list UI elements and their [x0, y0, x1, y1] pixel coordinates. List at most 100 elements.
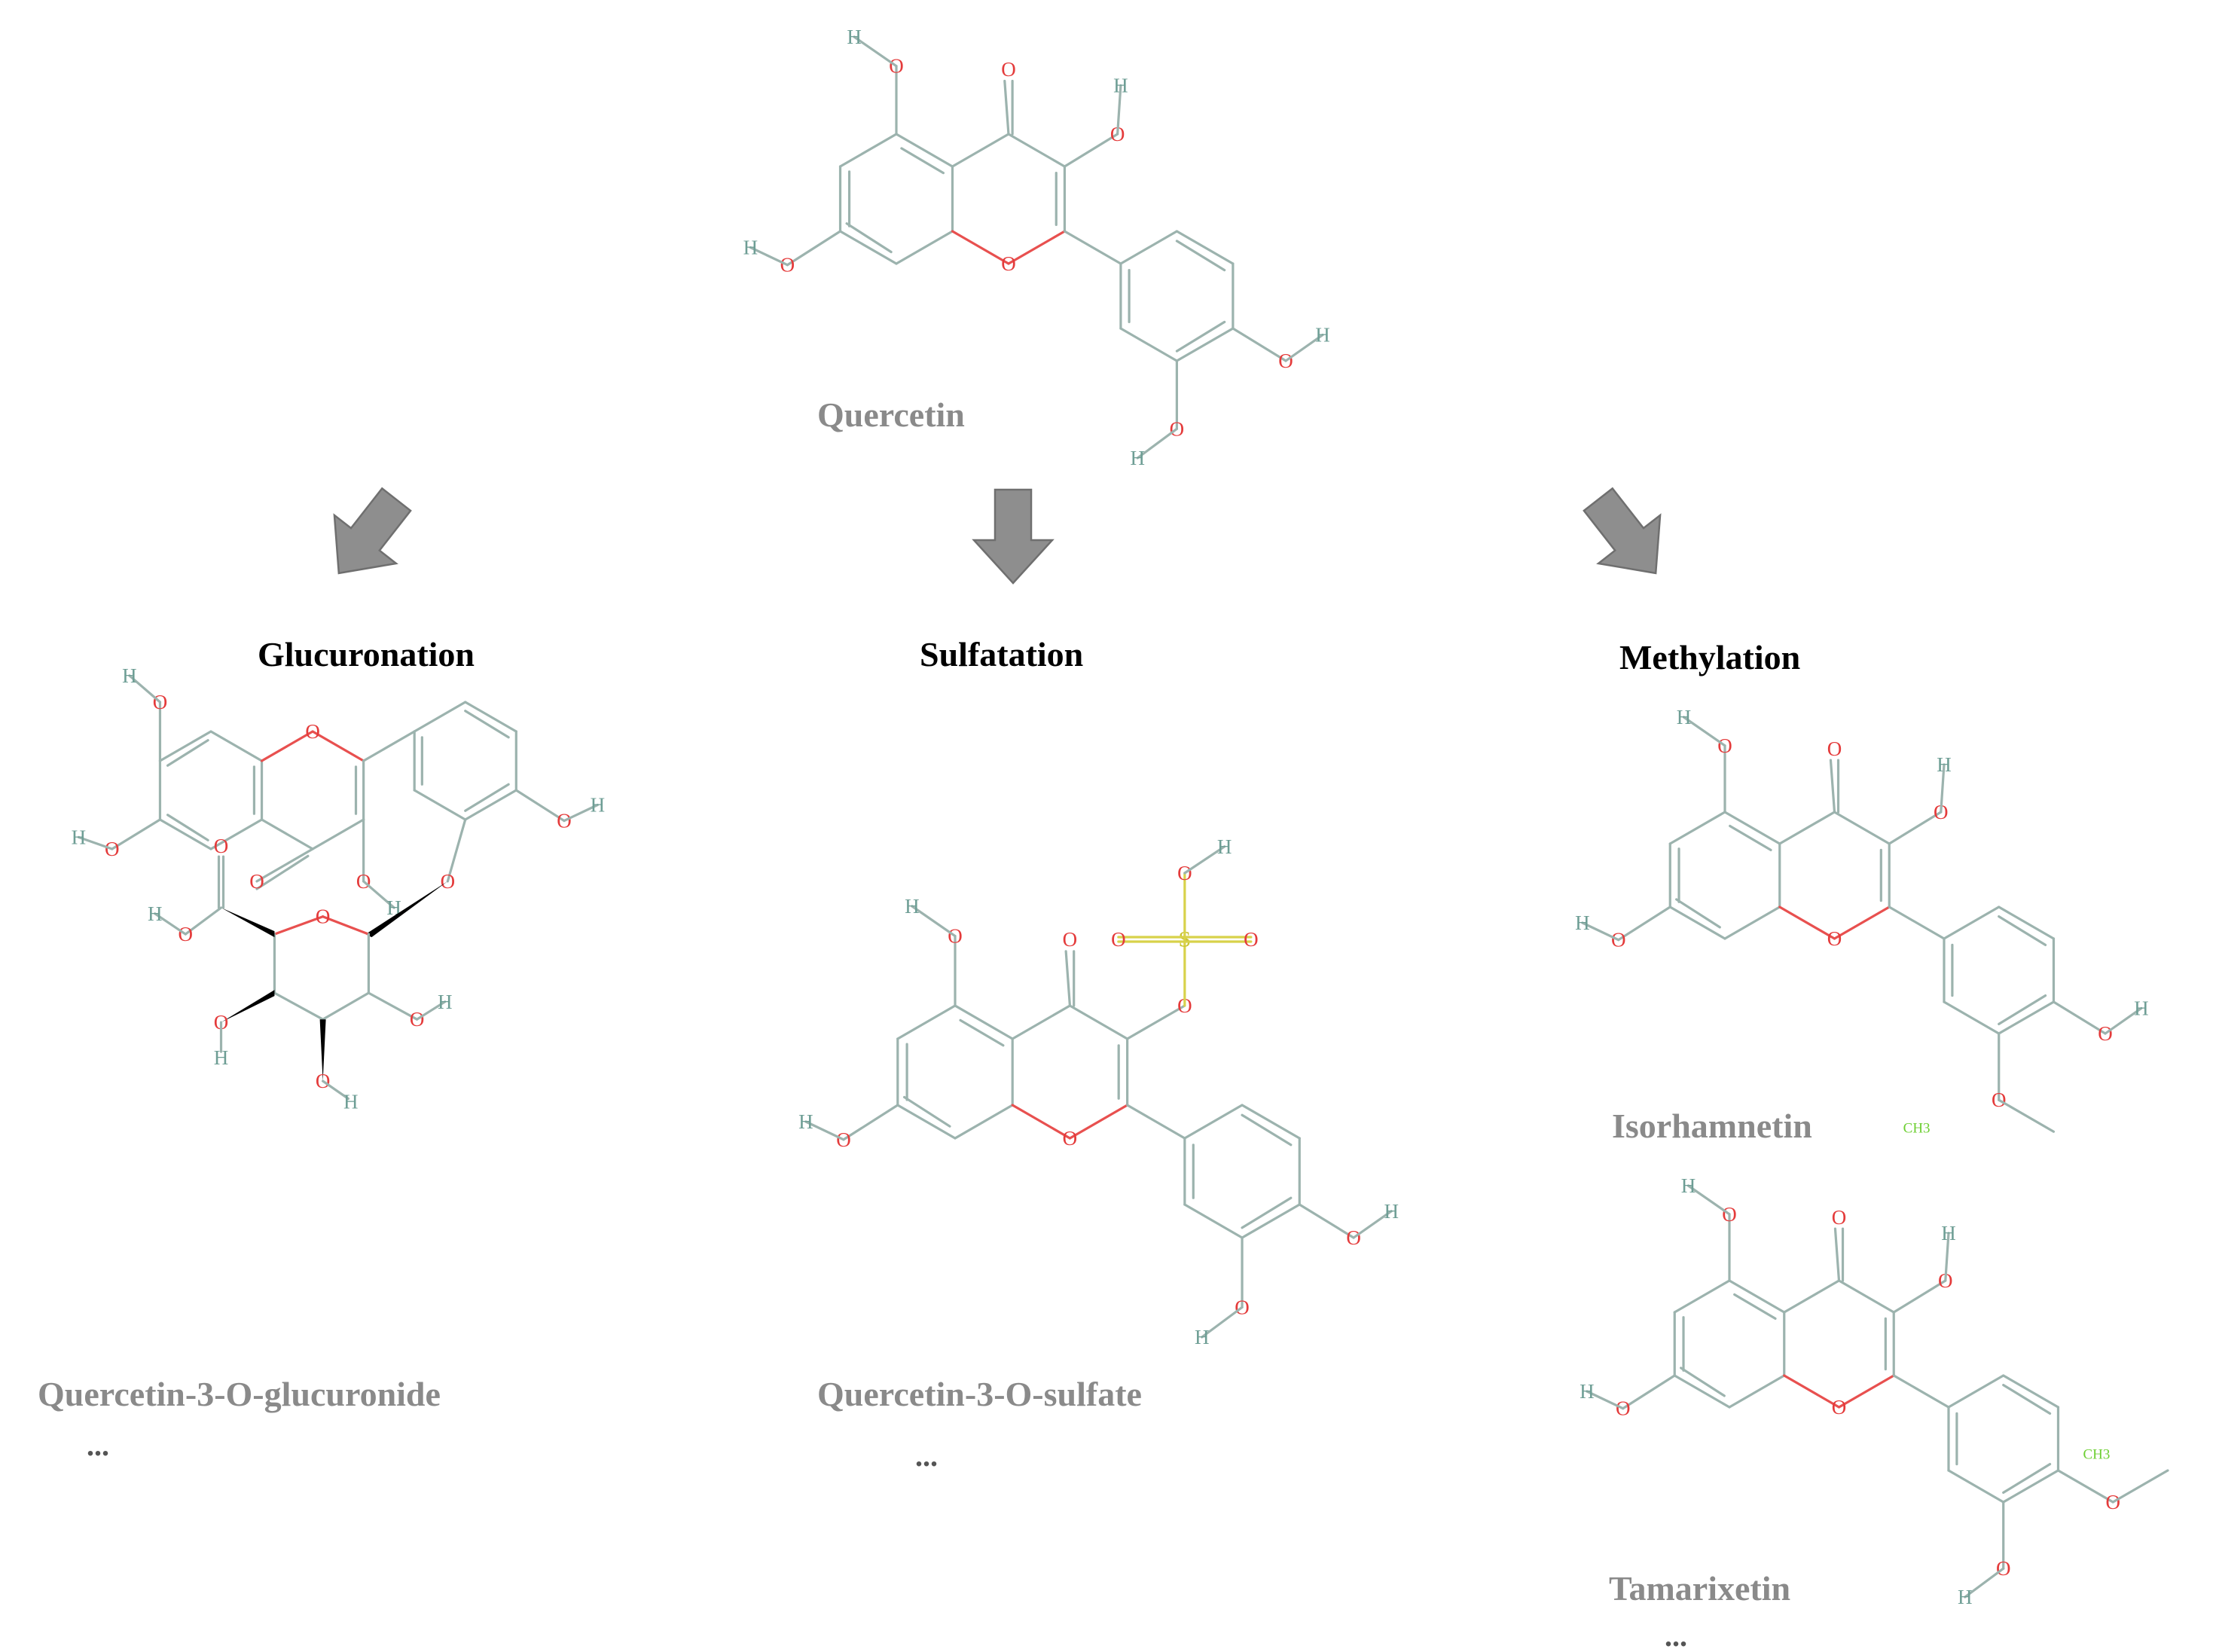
bond	[464, 783, 510, 812]
bond	[2002, 1462, 2052, 1495]
hydrogen-atom: H	[148, 902, 163, 925]
bond	[2002, 1469, 2060, 1504]
hydrogen-atom: H	[1937, 753, 1952, 776]
bond	[1680, 1366, 1726, 1397]
oxygen-atom: O	[1832, 1396, 1847, 1418]
hydrogen-atom: H	[1681, 1174, 1696, 1197]
bond	[838, 133, 898, 168]
bond	[413, 701, 467, 733]
bond	[1232, 327, 1287, 362]
oxygen-atom: O	[1244, 928, 1259, 951]
oxygen-atom: O	[1827, 927, 1842, 950]
bond	[1998, 994, 2047, 1026]
bond	[1064, 950, 1072, 1007]
bond	[260, 730, 314, 762]
bond	[1201, 1305, 1244, 1339]
bond	[255, 854, 310, 890]
arrow-to-glucuronation	[333, 487, 412, 575]
hydrogen-atom: H	[591, 794, 606, 817]
bond	[951, 230, 1010, 265]
isorhamnetin-name: Isorhamnetin	[1612, 1107, 1812, 1145]
bond	[111, 818, 162, 850]
bond	[1940, 763, 1946, 814]
bond	[1892, 1374, 1950, 1409]
bond	[1126, 1104, 1186, 1140]
bond	[1068, 1004, 1129, 1040]
hydrogen-atom: H	[1941, 1222, 1956, 1244]
bond	[464, 710, 510, 739]
bond	[1998, 905, 2056, 940]
bond	[1352, 1210, 1393, 1239]
bond	[1241, 1104, 1301, 1140]
bond	[902, 1095, 951, 1128]
bond	[1728, 1279, 1786, 1314]
glucuronation-label: Glucuronation	[258, 635, 475, 673]
bond	[362, 880, 395, 909]
bond	[1175, 327, 1235, 362]
hydrogen-atom: H	[905, 895, 920, 918]
bond	[1175, 240, 1226, 272]
hydrogen-atom: H	[72, 826, 87, 848]
hydrogen-atom: H	[1677, 706, 1692, 728]
hydrogen-atom: H	[1195, 1326, 1210, 1348]
bond	[1729, 824, 1772, 852]
oxygen-atom: O	[1001, 58, 1016, 81]
bond	[1947, 1374, 2005, 1409]
hydrogen-atom: H	[1580, 1380, 1595, 1403]
hydrogen-atom: H	[1958, 1586, 1973, 1608]
bond	[1778, 811, 1836, 845]
bond	[1003, 79, 1010, 136]
bond	[1284, 334, 1324, 362]
oxygen-atom: O	[1063, 928, 1078, 951]
bond	[896, 1004, 957, 1040]
bond	[322, 1079, 349, 1101]
bond	[1063, 133, 1119, 168]
hydrogen-atom: H	[2134, 997, 2149, 1019]
bond	[2111, 1469, 2169, 1504]
bond	[1998, 915, 2047, 947]
bond	[464, 789, 517, 821]
bond	[1833, 905, 1891, 940]
bond	[1888, 905, 1946, 940]
hydrogen-atom: H	[343, 1090, 359, 1113]
bond	[959, 1018, 1005, 1047]
arrow-to-glucuronation-shape	[333, 487, 412, 575]
bond	[1622, 1374, 1676, 1410]
wedge-bond	[221, 908, 275, 938]
methyl-group: CH3	[1903, 1121, 1931, 1137]
bond	[1175, 320, 1226, 353]
bond	[786, 230, 842, 267]
bond	[1833, 1227, 1841, 1282]
bond	[1723, 905, 1781, 940]
sulfate-name: Quercetin-3-O-sulfate	[817, 1375, 1142, 1413]
sulfatation-more: ...	[915, 1439, 938, 1473]
hydrogen-atom: H	[1217, 835, 1232, 858]
hydrogen-atom: H	[743, 237, 758, 259]
bond	[1241, 1203, 1301, 1239]
bond	[413, 789, 467, 821]
bond	[311, 730, 365, 762]
methylation-more: ...	[1665, 1619, 1687, 1652]
bond	[845, 222, 893, 254]
hydrogen-atom: H	[386, 896, 401, 919]
bond	[1586, 1390, 1625, 1410]
arrow-to-methylation	[1583, 487, 1662, 575]
bond	[1837, 1279, 1895, 1314]
bond	[166, 814, 209, 841]
tamarixetin-name: Tamarixetin	[1609, 1569, 1790, 1608]
bond	[1998, 1000, 2056, 1035]
bond	[1241, 1196, 1293, 1229]
hydrogen-atom: H	[438, 991, 453, 1013]
bond	[853, 35, 898, 68]
bond	[895, 133, 954, 168]
bond	[749, 246, 789, 267]
bond	[1833, 811, 1891, 845]
quercetin-name: Quercetin	[817, 395, 965, 434]
bond	[2056, 1469, 2114, 1504]
oxygen-atom: O	[1063, 1127, 1078, 1150]
hydrogen-atom: H	[122, 664, 137, 687]
